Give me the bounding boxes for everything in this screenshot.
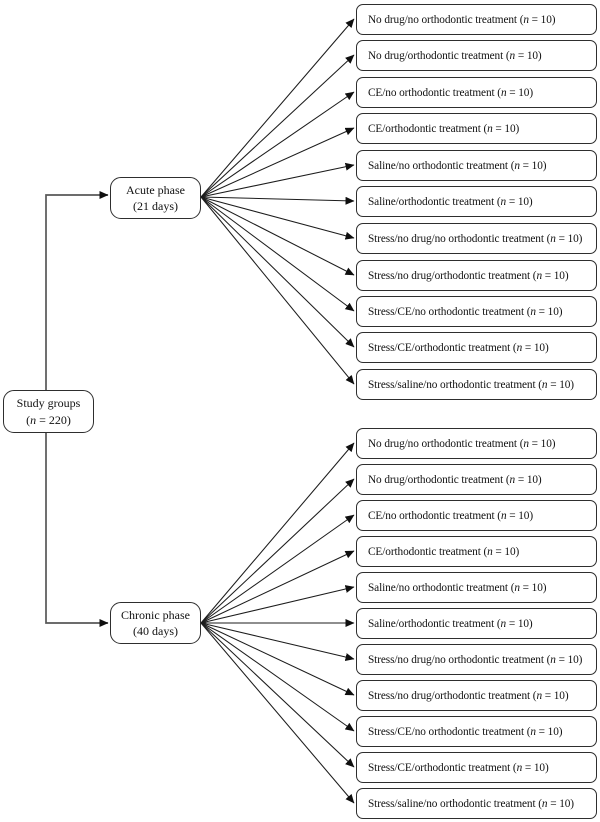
acute-fan-lines bbox=[200, 18, 355, 385]
group-label: Saline/no orthodontic treatment (n = 10) bbox=[368, 581, 547, 594]
group-box-chronic-4: CE/orthodontic treatment (n = 10) bbox=[356, 536, 597, 567]
group-label: Saline/orthodontic treatment (n = 10) bbox=[368, 195, 533, 208]
group-label: CE/no orthodontic treatment (n = 10) bbox=[368, 509, 533, 522]
group-box-acute-10: Stress/CE/orthodontic treatment (n = 10) bbox=[356, 332, 597, 363]
root-connectors bbox=[45, 191, 109, 627]
group-label: No drug/no orthodontic treatment (n = 10… bbox=[368, 437, 556, 450]
group-label: No drug/orthodontic treatment (n = 10) bbox=[368, 473, 542, 486]
chronic-fan-line-5 bbox=[200, 585, 355, 624]
chronic-fan-line-1 bbox=[200, 442, 355, 624]
group-box-chronic-3: CE/no orthodontic treatment (n = 10) bbox=[356, 500, 597, 531]
group-box-acute-8: Stress/no drug/orthodontic treatment (n … bbox=[356, 260, 597, 291]
chronic-fan-line-11 bbox=[200, 622, 355, 804]
group-label: Stress/no drug/orthodontic treatment (n … bbox=[368, 689, 569, 702]
acute-fan-line-5 bbox=[200, 162, 355, 198]
group-label: Stress/no drug/no orthodontic treatment … bbox=[368, 653, 583, 666]
group-label: Stress/no drug/orthodontic treatment (n … bbox=[368, 269, 569, 282]
group-box-acute-1: No drug/no orthodontic treatment (n = 10… bbox=[356, 4, 597, 35]
group-label: Stress/CE/no orthodontic treatment (n = … bbox=[368, 725, 563, 738]
group-label: CE/no orthodontic treatment (n = 10) bbox=[368, 86, 533, 99]
acute-fan-line-3 bbox=[200, 91, 355, 198]
phase-duration: (40 days) bbox=[133, 624, 178, 638]
chronic-fan-line-8 bbox=[200, 622, 355, 696]
acute-fan-line-8 bbox=[200, 196, 355, 276]
group-label: Stress/saline/no orthodontic treatment (… bbox=[368, 797, 574, 810]
phase-name: Chronic phase bbox=[121, 607, 190, 622]
chronic-fan-line-10 bbox=[200, 622, 355, 768]
chronic-fan-lines bbox=[200, 442, 355, 804]
root-count: (n = 220) bbox=[26, 412, 71, 427]
root-title: Study groups bbox=[16, 396, 81, 411]
group-box-chronic-8: Stress/no drug/orthodontic treatment (n … bbox=[356, 680, 597, 711]
group-label: No drug/orthodontic treatment (n = 10) bbox=[368, 49, 542, 62]
acute-fan-line-4 bbox=[200, 127, 355, 198]
group-box-acute-4: CE/orthodontic treatment (n = 10) bbox=[356, 113, 597, 144]
group-box-acute-6: Saline/orthodontic treatment (n = 10) bbox=[356, 186, 597, 217]
group-label: CE/orthodontic treatment (n = 10) bbox=[368, 545, 520, 558]
group-label: Stress/no drug/no orthodontic treatment … bbox=[368, 232, 583, 245]
phase-box-acute: Acute phase (21 days) bbox=[110, 177, 201, 219]
phase-box-chronic: Chronic phase (40 days) bbox=[110, 602, 201, 644]
group-label: Saline/no orthodontic treatment (n = 10) bbox=[368, 159, 547, 172]
acute-fan-line-9 bbox=[200, 196, 355, 312]
group-label: Stress/CE/orthodontic treatment (n = 10) bbox=[368, 341, 549, 354]
group-label: No drug/no orthodontic treatment (n = 10… bbox=[368, 13, 556, 26]
root-box-study-groups: Study groups (n = 220) bbox=[3, 390, 94, 433]
acute-fan-line-1 bbox=[200, 18, 355, 198]
group-box-chronic-11: Stress/saline/no orthodontic treatment (… bbox=[356, 788, 597, 819]
acute-fan-line-6 bbox=[200, 196, 355, 205]
group-box-acute-9: Stress/CE/no orthodontic treatment (n = … bbox=[356, 296, 597, 327]
chronic-fan-line-9 bbox=[200, 622, 355, 732]
group-box-acute-5: Saline/no orthodontic treatment (n = 10) bbox=[356, 150, 597, 181]
chronic-fan-line-4 bbox=[200, 550, 355, 624]
root-to-chronic-connector bbox=[45, 432, 109, 627]
group-label: Stress/saline/no orthodontic treatment (… bbox=[368, 378, 574, 391]
chronic-fan-line-2 bbox=[200, 478, 355, 624]
group-box-chronic-5: Saline/no orthodontic treatment (n = 10) bbox=[356, 572, 597, 603]
chronic-fan-line-3 bbox=[200, 514, 355, 624]
phase-name: Acute phase bbox=[126, 182, 185, 197]
root-to-acute-connector bbox=[45, 191, 109, 390]
group-box-acute-2: No drug/orthodontic treatment (n = 10) bbox=[356, 40, 597, 71]
acute-fan-line-2 bbox=[200, 54, 355, 198]
group-label: Saline/orthodontic treatment (n = 10) bbox=[368, 617, 533, 630]
group-box-chronic-10: Stress/CE/orthodontic treatment (n = 10) bbox=[356, 752, 597, 783]
phase-duration: (21 days) bbox=[133, 199, 178, 213]
group-box-acute-3: CE/no orthodontic treatment (n = 10) bbox=[356, 77, 597, 108]
group-box-chronic-9: Stress/CE/no orthodontic treatment (n = … bbox=[356, 716, 597, 747]
group-box-chronic-1: No drug/no orthodontic treatment (n = 10… bbox=[356, 428, 597, 459]
chronic-fan-line-7 bbox=[200, 622, 355, 661]
group-label: Stress/CE/no orthodontic treatment (n = … bbox=[368, 305, 563, 318]
group-box-acute-7: Stress/no drug/no orthodontic treatment … bbox=[356, 223, 597, 254]
acute-fan-line-10 bbox=[200, 196, 355, 348]
group-box-chronic-2: No drug/orthodontic treatment (n = 10) bbox=[356, 464, 597, 495]
group-box-chronic-6: Saline/orthodontic treatment (n = 10) bbox=[356, 608, 597, 639]
group-label: Stress/CE/orthodontic treatment (n = 10) bbox=[368, 761, 549, 774]
group-box-chronic-7: Stress/no drug/no orthodontic treatment … bbox=[356, 644, 597, 675]
acute-fan-line-11 bbox=[200, 196, 355, 385]
group-box-acute-11: Stress/saline/no orthodontic treatment (… bbox=[356, 369, 597, 400]
acute-fan-line-7 bbox=[200, 196, 355, 240]
group-label: CE/orthodontic treatment (n = 10) bbox=[368, 122, 520, 135]
